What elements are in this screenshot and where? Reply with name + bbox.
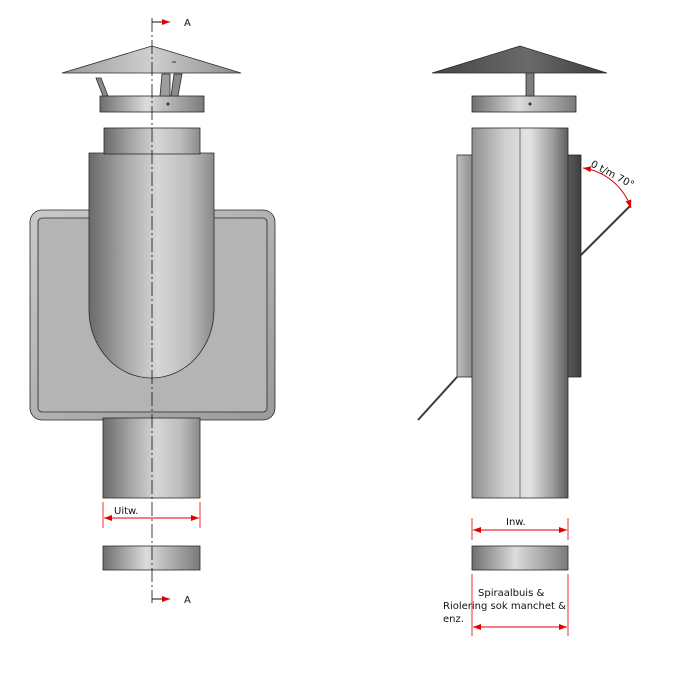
cap-rivet <box>166 102 170 106</box>
outlet-dimension-label: Uitw. <box>114 506 138 517</box>
section-label-top: A <box>184 18 191 29</box>
connection-note: Spiraalbuis & Riolering sok manchet & en… <box>443 574 569 636</box>
side-flashing-left <box>456 154 474 378</box>
lower-pipe <box>102 417 201 499</box>
inlet-dimension: Inw. <box>471 517 569 540</box>
cap-strut-center <box>159 73 171 97</box>
cap-strut-left <box>95 77 109 97</box>
angle-label: 0 t/m 70° <box>589 159 636 191</box>
note-line-2: Riolering sok manchet & <box>443 601 566 612</box>
outlet-connection-ring <box>102 545 201 571</box>
rain-cap-hood <box>61 45 242 74</box>
side-cap-band <box>471 95 577 113</box>
section-label-bottom: A <box>184 595 191 606</box>
front-view: A A Uitw. <box>29 18 276 606</box>
outlet-dimension: Uitw. <box>102 502 201 528</box>
flashing-edge-right <box>580 205 631 256</box>
section-marker-bottom: A <box>152 595 191 606</box>
note-line-3: enz. <box>443 614 464 625</box>
inlet-connection-ring <box>471 545 569 571</box>
upper-pipe-sleeve <box>88 152 215 379</box>
side-view: 0 t/m 70° Inw. Spiraalbuis & Riolering s… <box>417 45 636 636</box>
inlet-dimension-label: Inw. <box>506 517 526 528</box>
flashing-edge-left <box>417 376 458 421</box>
note-line-1: Spiraalbuis & <box>478 588 544 599</box>
section-marker-top: A <box>152 18 191 29</box>
angle-dimension: 0 t/m 70° <box>582 159 636 209</box>
side-rain-cap-hood <box>431 45 608 74</box>
cap-strut-right <box>170 73 183 97</box>
